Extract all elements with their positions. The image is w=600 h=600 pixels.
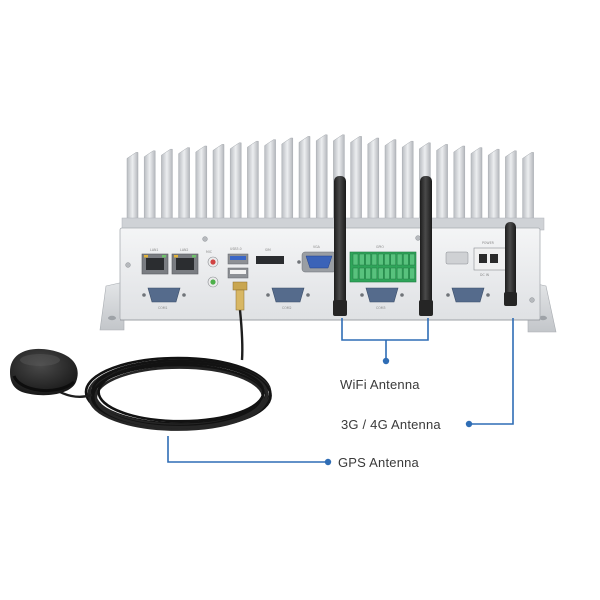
screw bbox=[202, 236, 208, 242]
wifi-antenna-left bbox=[333, 176, 347, 316]
heatsink-fin bbox=[247, 140, 259, 225]
gpio-pin bbox=[409, 267, 415, 280]
heatsink-fin bbox=[505, 150, 517, 225]
lan-port-1: LAN1 bbox=[141, 248, 169, 275]
cable-loop bbox=[97, 361, 265, 423]
heatsink-fin bbox=[178, 147, 190, 225]
heatsink-fin bbox=[384, 139, 397, 225]
gpio-pin bbox=[396, 253, 403, 266]
gpio-pin bbox=[365, 267, 371, 280]
gpio-label: GPIO bbox=[376, 245, 384, 249]
com-port-2: COM2 bbox=[266, 287, 310, 310]
gpio-pin bbox=[371, 267, 378, 280]
wifi-callout-dot bbox=[382, 357, 390, 365]
heatsink-fin bbox=[401, 140, 414, 225]
gpio-pin bbox=[378, 267, 384, 280]
heatsink-fin bbox=[436, 144, 448, 225]
wifi-antenna-label: WiFi Antenna bbox=[340, 377, 420, 392]
com1-label: COM1 bbox=[158, 306, 168, 310]
cellular-callout-dot bbox=[465, 420, 473, 428]
callout-lines bbox=[167, 318, 514, 466]
gpio-pin bbox=[359, 267, 365, 280]
cable-loop bbox=[94, 366, 265, 429]
gpio-pin bbox=[384, 253, 390, 266]
dc-in-label: DC IN bbox=[480, 273, 490, 277]
heatsink-fin bbox=[298, 136, 311, 225]
sim-label: SIM bbox=[265, 248, 271, 252]
com-port-3: COM3 bbox=[360, 287, 404, 310]
heatsink-fin bbox=[470, 147, 483, 225]
gpio-pin bbox=[365, 253, 371, 266]
vga-label: VGA bbox=[313, 245, 321, 249]
gpio-pin bbox=[390, 253, 396, 266]
heatsink-fin bbox=[229, 142, 242, 225]
heatsink-fin bbox=[195, 145, 208, 225]
gpio-pin bbox=[371, 253, 378, 266]
usb-label: USB3.0 bbox=[230, 247, 242, 251]
gpio-pin bbox=[396, 267, 403, 280]
mic-label: MIC bbox=[206, 250, 213, 254]
heatsink-fin bbox=[143, 150, 156, 225]
heatsink-fin bbox=[522, 152, 534, 225]
power-terminal: POWER DC IN bbox=[473, 241, 511, 277]
heatsink-fin bbox=[264, 139, 276, 225]
com-port-4 bbox=[446, 287, 490, 303]
heatsink-fin bbox=[161, 148, 173, 225]
gpio-pin bbox=[403, 253, 409, 266]
mounting-bracket-left bbox=[99, 281, 125, 331]
gps-callout-dot bbox=[324, 458, 332, 466]
com-port-1: COM1 bbox=[142, 287, 186, 310]
heatsink-fin bbox=[281, 137, 294, 225]
sim-slot: SIM bbox=[256, 248, 284, 264]
heatsink-fin bbox=[212, 144, 225, 225]
gps-cable-coil bbox=[84, 356, 272, 431]
gpio-pin bbox=[409, 253, 415, 266]
gpio-pin bbox=[384, 267, 390, 280]
heatsink-fin bbox=[350, 136, 362, 225]
gps-puck-icon bbox=[10, 348, 78, 396]
sma-connector bbox=[232, 281, 248, 291]
heatsink-fin bbox=[453, 145, 466, 225]
lan1-label: LAN1 bbox=[150, 248, 158, 252]
gpio-pin bbox=[352, 267, 359, 280]
fanless-pc-chassis: LAN1 LAN2 MIC USB3.0 SIM bbox=[99, 134, 557, 333]
screw bbox=[415, 235, 421, 241]
gpio-terminal-block: GPIO bbox=[349, 245, 417, 283]
bracket-hole-left bbox=[108, 315, 116, 321]
audio-jacks: MIC bbox=[206, 250, 219, 288]
gpio-pin bbox=[403, 267, 409, 280]
remote-switch-port bbox=[445, 251, 469, 265]
gps-antenna-label: GPS Antenna bbox=[338, 455, 420, 470]
usb-ports: USB3.0 bbox=[227, 247, 249, 279]
heatsink-fins bbox=[126, 134, 534, 225]
cellular-antenna bbox=[504, 222, 517, 306]
bracket-hole-right bbox=[539, 315, 547, 321]
heatsink-fin bbox=[367, 137, 380, 225]
gpio-pin bbox=[390, 267, 396, 280]
heatsink-fin bbox=[315, 134, 328, 225]
power-label: POWER bbox=[482, 241, 495, 245]
cellular-antenna-label: 3G / 4G Antenna bbox=[341, 417, 441, 432]
gpio-pin bbox=[378, 253, 384, 266]
heatsink-fin bbox=[487, 148, 500, 225]
com3-label: COM3 bbox=[376, 306, 386, 310]
heatsink-fin bbox=[126, 152, 139, 225]
lan-port-2: LAN2 bbox=[171, 248, 199, 275]
lan2-label: LAN2 bbox=[180, 248, 188, 252]
screw bbox=[125, 262, 131, 268]
wifi-antenna-right bbox=[419, 176, 433, 316]
gps-antenna-assembly bbox=[10, 281, 272, 431]
com2-label: COM2 bbox=[282, 306, 292, 310]
gpio-pin bbox=[359, 253, 365, 266]
screw bbox=[529, 297, 535, 303]
gpio-pin bbox=[352, 253, 359, 266]
vga-port: VGA bbox=[297, 245, 341, 273]
